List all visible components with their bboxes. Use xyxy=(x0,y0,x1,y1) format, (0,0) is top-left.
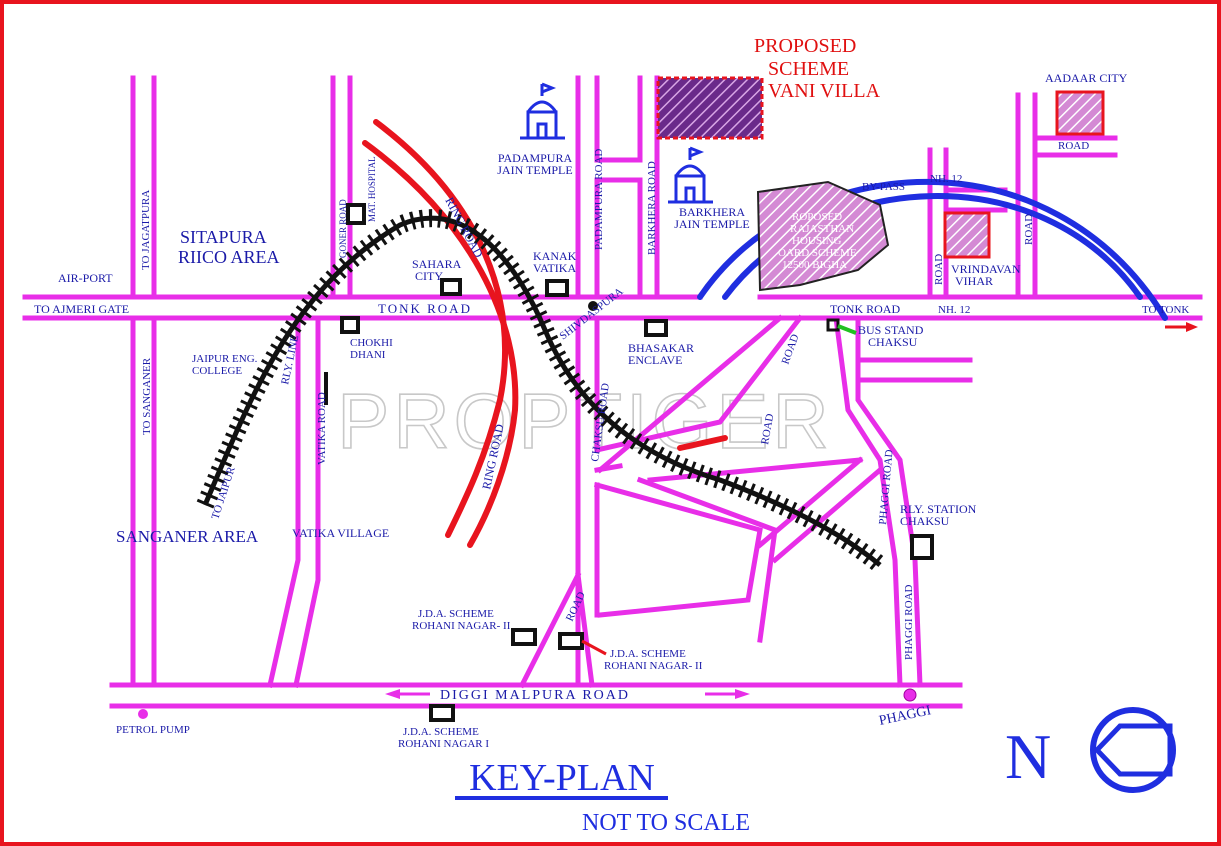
rly-station-marker xyxy=(910,534,934,560)
label-bypass: BY-PASS xyxy=(862,181,905,193)
label-to-jaipur: TO JAIPUR xyxy=(209,465,237,521)
label-padampura-road: PADAMPURA ROAD xyxy=(593,149,605,250)
label-jda-mid-2: ROHANI NAGAR- II xyxy=(412,620,511,632)
plan-title: KEY-PLAN xyxy=(469,757,655,799)
label-road-mid2: ROAD xyxy=(759,413,776,446)
jda-marker xyxy=(429,704,455,722)
label-mat-hospital: MAT. HOSPITAL xyxy=(367,156,377,222)
plan-subtitle: NOT TO SCALE xyxy=(582,810,750,836)
label-road-vrindavan: ROAD xyxy=(933,254,945,285)
label-jda-right: J.D.A. SCHEME xyxy=(610,648,686,660)
label-sahara: SAHARA xyxy=(412,257,462,271)
svg-text:12500 BIGHA: 12500 BIGHA xyxy=(782,259,847,271)
label-goner-road: GONER ROAD xyxy=(338,199,348,258)
vrindavan-vihar-plot xyxy=(943,211,991,259)
mat-hospital-marker xyxy=(346,203,366,225)
label-sahara-city: CITY xyxy=(415,269,443,283)
bus-stand-marker xyxy=(826,318,840,332)
compass-letter: N xyxy=(1005,721,1051,792)
bus-stand-pointer xyxy=(837,324,857,335)
label-jda-mid: J.D.A. SCHEME xyxy=(418,608,494,620)
rajasthan-housing-board-plot xyxy=(756,180,890,292)
bhasakar-enclave-marker xyxy=(644,319,668,337)
label-padampura-temple: PADAMPURA xyxy=(498,151,573,165)
svg-text:ROPOSED: ROPOSED xyxy=(792,211,842,223)
label-to-jagatpura: TO JAGATPURA xyxy=(140,190,152,270)
label-road-top-right: ROAD xyxy=(1058,140,1089,152)
label-jda-right-2: ROHANI NAGAR- II xyxy=(604,660,703,672)
shivdaspura-dot xyxy=(588,301,598,311)
label-vatika-village: VATIKA VILLAGE xyxy=(292,526,389,540)
label-aadaar-city: AADAAR CITY xyxy=(1045,71,1128,85)
label-bhasakar-enclave: ENCLAVE xyxy=(628,353,682,367)
label-kanak: KANAK xyxy=(533,249,577,263)
rhb-label: ROPOSED RAJASTHAN HOUSING OARD SCHEME 12… xyxy=(778,211,857,271)
direction-arrows xyxy=(385,322,1198,699)
aadaar-city-plot xyxy=(1055,90,1105,136)
label-jda-bottom-2: ROHANI NAGAR I xyxy=(398,738,489,750)
temple-icon xyxy=(520,82,565,140)
label-air-port: AIR-PORT xyxy=(58,271,113,285)
svg-text:HOUSING: HOUSING xyxy=(792,235,842,247)
label-jaipur-eng-college: COLLEGE xyxy=(192,365,242,377)
label-barkhera-road: BARKHERA ROAD xyxy=(646,161,658,255)
svg-text:PROPOSED: PROPOSED xyxy=(754,35,856,57)
jda-pointer xyxy=(581,639,607,656)
label-sanganer-area: SANGANER AREA xyxy=(116,527,259,546)
kanak-vatika-marker xyxy=(545,279,569,297)
label-kanak-vatika: VATIKA xyxy=(533,261,576,275)
label-barkhera-temple-2: JAIN TEMPLE xyxy=(674,217,749,231)
svg-text:OARD SCHEME: OARD SCHEME xyxy=(778,247,857,259)
label-petrol-pump: PETROL PUMP xyxy=(116,724,190,736)
label-vrindavan: VRINDAVAN xyxy=(951,262,1021,276)
label-bhasakar: BHASAKAR xyxy=(628,341,694,355)
label-bus-stand-chaksu: CHAKSU xyxy=(868,335,918,349)
label-padampura-temple-2: JAIN TEMPLE xyxy=(497,163,572,177)
north-compass: N xyxy=(1005,707,1176,793)
jda-marker xyxy=(558,632,584,650)
label-to-sanganer: TO SANGANER xyxy=(141,357,153,435)
label-rly-station-chaksu: CHAKSU xyxy=(900,514,950,528)
landmark-markers xyxy=(340,203,934,722)
label-nh12-right: NH. 12 xyxy=(938,304,970,316)
label-chokhi: CHOKHI xyxy=(350,337,393,349)
label-nh12-top: NH. 12 xyxy=(930,173,962,185)
label-tonk-road-right: TONK ROAD xyxy=(830,302,900,316)
label-chokhi-dhani: DHANI xyxy=(350,349,386,361)
label-riico: RIICO AREA xyxy=(178,247,280,267)
label-phaggi-road-lower: PHAGGI ROAD xyxy=(903,584,915,660)
label-rly-station: RLY. STATION xyxy=(900,502,977,516)
label-diggi-malpura-road: DIGGI MALPURA ROAD xyxy=(440,688,630,703)
label-jaipur-eng: JAIPUR ENG. xyxy=(192,353,258,365)
project-label: PROPOSED SCHEME VANI VILLA xyxy=(754,35,881,102)
label-to-tonk: TO TONK xyxy=(1142,304,1189,316)
label-bus-stand: BUS STAND xyxy=(858,323,924,337)
sahara-city-marker xyxy=(440,278,462,296)
label-road-right-vertical: ROAD xyxy=(1023,214,1035,245)
jda-marker xyxy=(511,628,537,646)
label-tonk-road-left: TONK ROAD xyxy=(378,301,472,316)
temple-icon xyxy=(668,146,713,204)
label-to-ajmeri-gate: TO AJMERI GATE xyxy=(34,302,129,316)
label-vatika-road: VATIKA ROAD xyxy=(316,392,328,465)
phaggi-dot xyxy=(903,688,917,702)
ring-road xyxy=(362,119,728,548)
label-sitapura: SITAPURA xyxy=(180,227,267,247)
vani-villa-plot xyxy=(656,76,764,140)
svg-text:RAJASTHAN: RAJASTHAN xyxy=(790,223,854,235)
label-barkhera-temple: BARKHERA xyxy=(679,205,745,219)
railway-line xyxy=(196,209,886,572)
chokhi-dhani-marker xyxy=(340,316,360,334)
svg-text:SCHEME: SCHEME xyxy=(768,58,849,80)
label-jda-bottom: J.D.A. SCHEME xyxy=(403,726,479,738)
label-vihar: VIHAR xyxy=(955,274,993,288)
petrol-pump-dot xyxy=(138,709,148,719)
svg-text:VANI VILLA: VANI VILLA xyxy=(768,80,881,102)
